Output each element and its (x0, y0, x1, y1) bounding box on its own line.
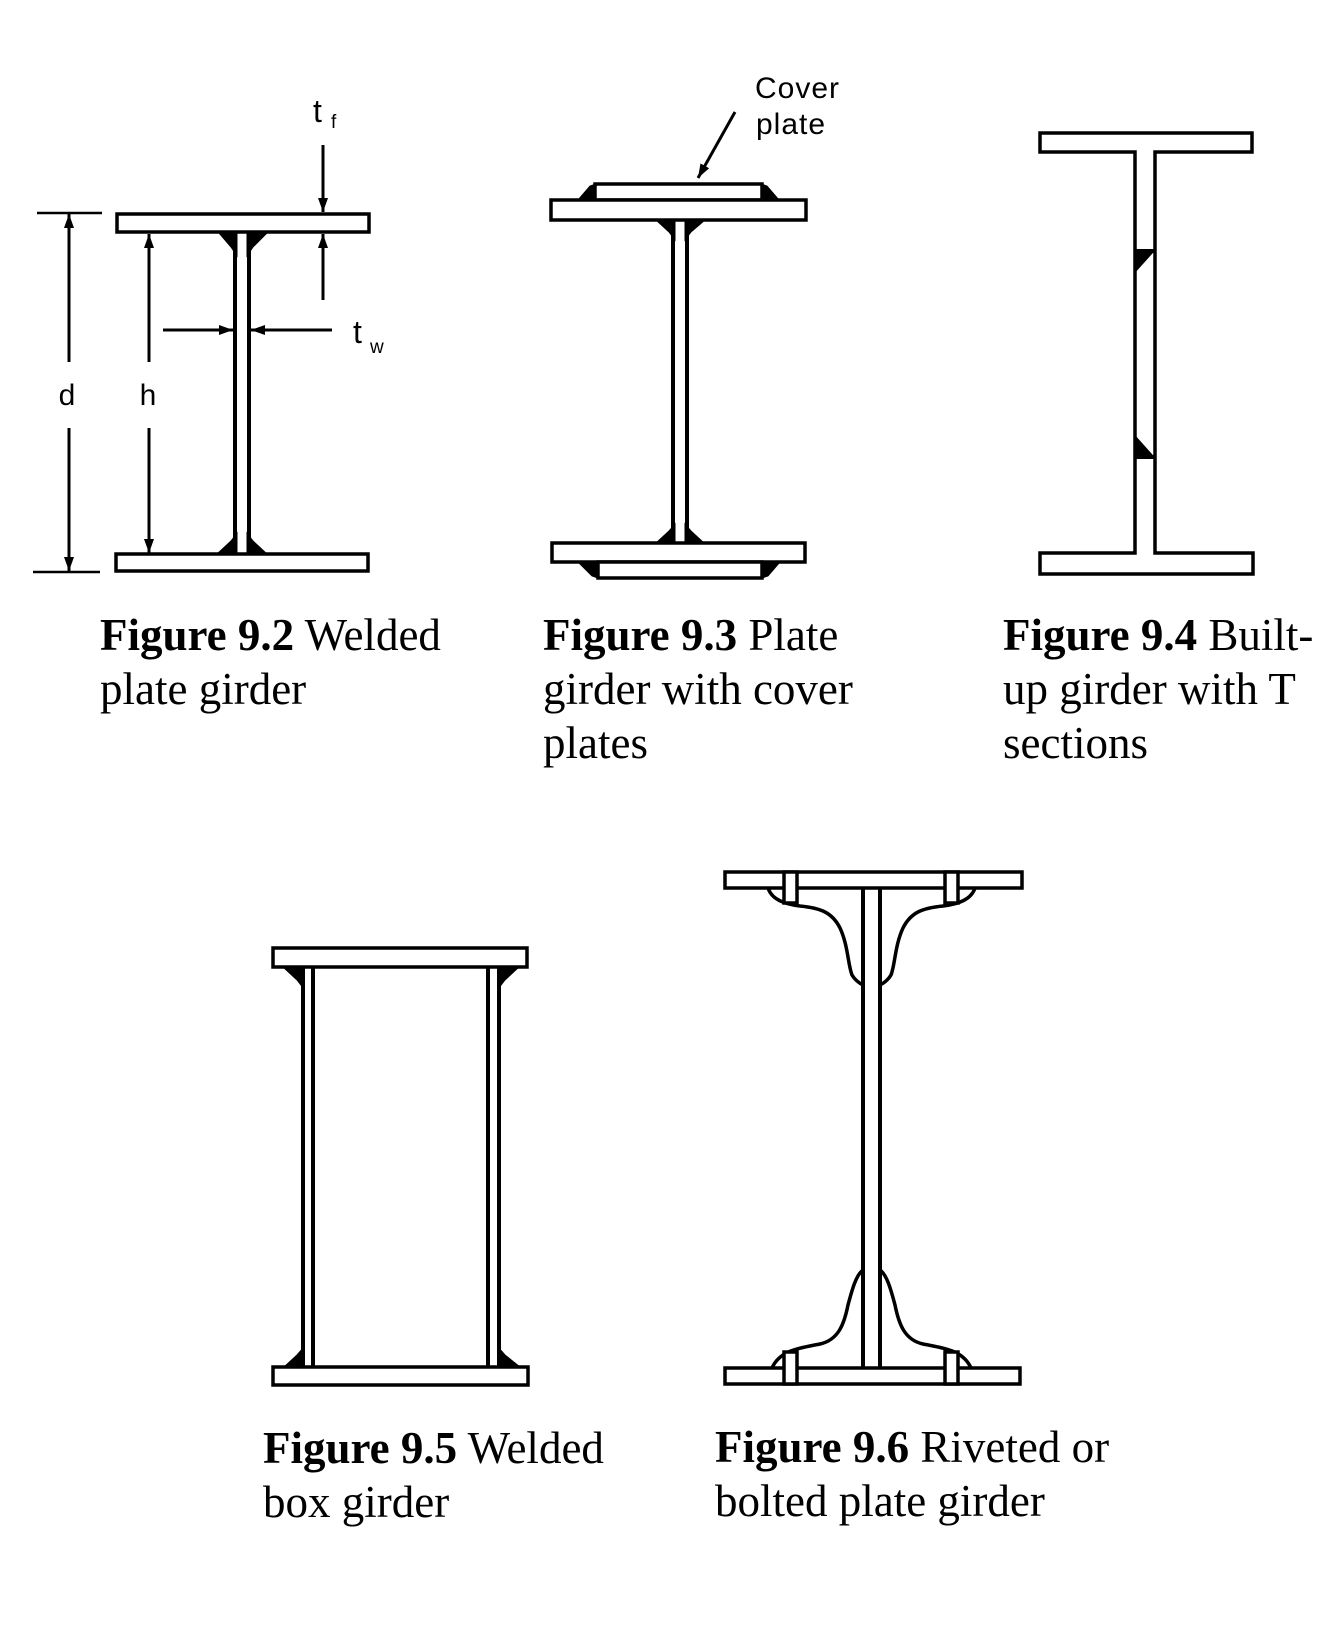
caption-text: Plate girder with cover plates (543, 610, 853, 768)
web (671, 220, 689, 543)
joint-welds (1136, 250, 1156, 458)
figure-9-6-drawing (723, 870, 1024, 1386)
web-thickness-label: t (353, 314, 362, 350)
caption-figure-9-4: Figure 9.4 Built-up girder with T sectio… (1003, 608, 1333, 770)
left-web (301, 967, 315, 1367)
fillet-welds (281, 966, 522, 1368)
fillet-welds (576, 183, 782, 579)
fillet-welds (215, 232, 269, 555)
rivet (782, 1350, 799, 1386)
built-up-section-outline (1038, 131, 1255, 576)
caption-text: Welded plate girder (100, 610, 441, 714)
flange-thickness-dimension: t f (313, 93, 337, 300)
figure-number: Figure 9.3 (543, 610, 738, 660)
caption-figure-9-6: Figure 9.6 Riveted or bolted plate girde… (715, 1420, 1135, 1528)
cover-plate-label-line2: plate (756, 108, 826, 141)
figure-9-5-drawing (271, 946, 530, 1387)
bottom-flange (114, 552, 370, 573)
flange-thickness-label: t (313, 93, 322, 129)
callout-arrow (696, 111, 737, 179)
bottom-flange (550, 541, 807, 564)
caption-figure-9-2: Figure 9.2 Welded plate girder (100, 608, 470, 716)
caption-text: Riveted or bolted plate girder (715, 1422, 1110, 1526)
caption-figure-9-3: Figure 9.3 Plate girder with cover plate… (543, 608, 913, 770)
top-flange (549, 198, 808, 222)
bottom-flange (271, 1365, 530, 1387)
rivet (782, 870, 799, 905)
rivets (782, 870, 960, 1386)
rivet (943, 1350, 960, 1386)
right-web (486, 967, 501, 1367)
figure-number: Figure 9.2 (100, 610, 295, 660)
top-right-angle (879, 887, 977, 987)
depth-dimension: d (33, 211, 102, 574)
cover-plate-callout: Cover plate (696, 72, 840, 179)
rivet (943, 870, 960, 905)
caption-figure-9-5: Figure 9.5 Welded box girder (263, 1421, 633, 1529)
caption-text: Built-up girder with T sections (1003, 610, 1314, 768)
figure-9-2-drawing: d h t f t w (33, 93, 384, 574)
web (233, 232, 251, 554)
bottom-flange (723, 1366, 1022, 1386)
web (861, 888, 882, 1368)
top-flange (723, 870, 1024, 890)
web-thickness-subscript: w (369, 337, 384, 358)
top-flange (271, 946, 529, 969)
top-flange (115, 212, 371, 234)
flange-angles (766, 887, 977, 1369)
figure-9-3-drawing: Cover plate (549, 72, 840, 580)
depth-label: d (59, 379, 76, 412)
figure-9-4-drawing (1038, 131, 1255, 576)
cover-plate-label-line1: Cover (755, 72, 840, 105)
figure-number: Figure 9.5 (263, 1423, 458, 1473)
bottom-cover-plate (596, 560, 764, 580)
figure-number: Figure 9.4 (1003, 610, 1198, 660)
web-height-dimension: h (140, 234, 157, 553)
web-thickness-dimension: t w (163, 314, 384, 358)
figure-number: Figure 9.6 (715, 1422, 910, 1472)
caption-text: Welded box girder (263, 1423, 604, 1527)
web-height-label: h (140, 379, 157, 412)
top-cover-plate (593, 182, 764, 202)
flange-thickness-subscript: f (331, 112, 337, 133)
